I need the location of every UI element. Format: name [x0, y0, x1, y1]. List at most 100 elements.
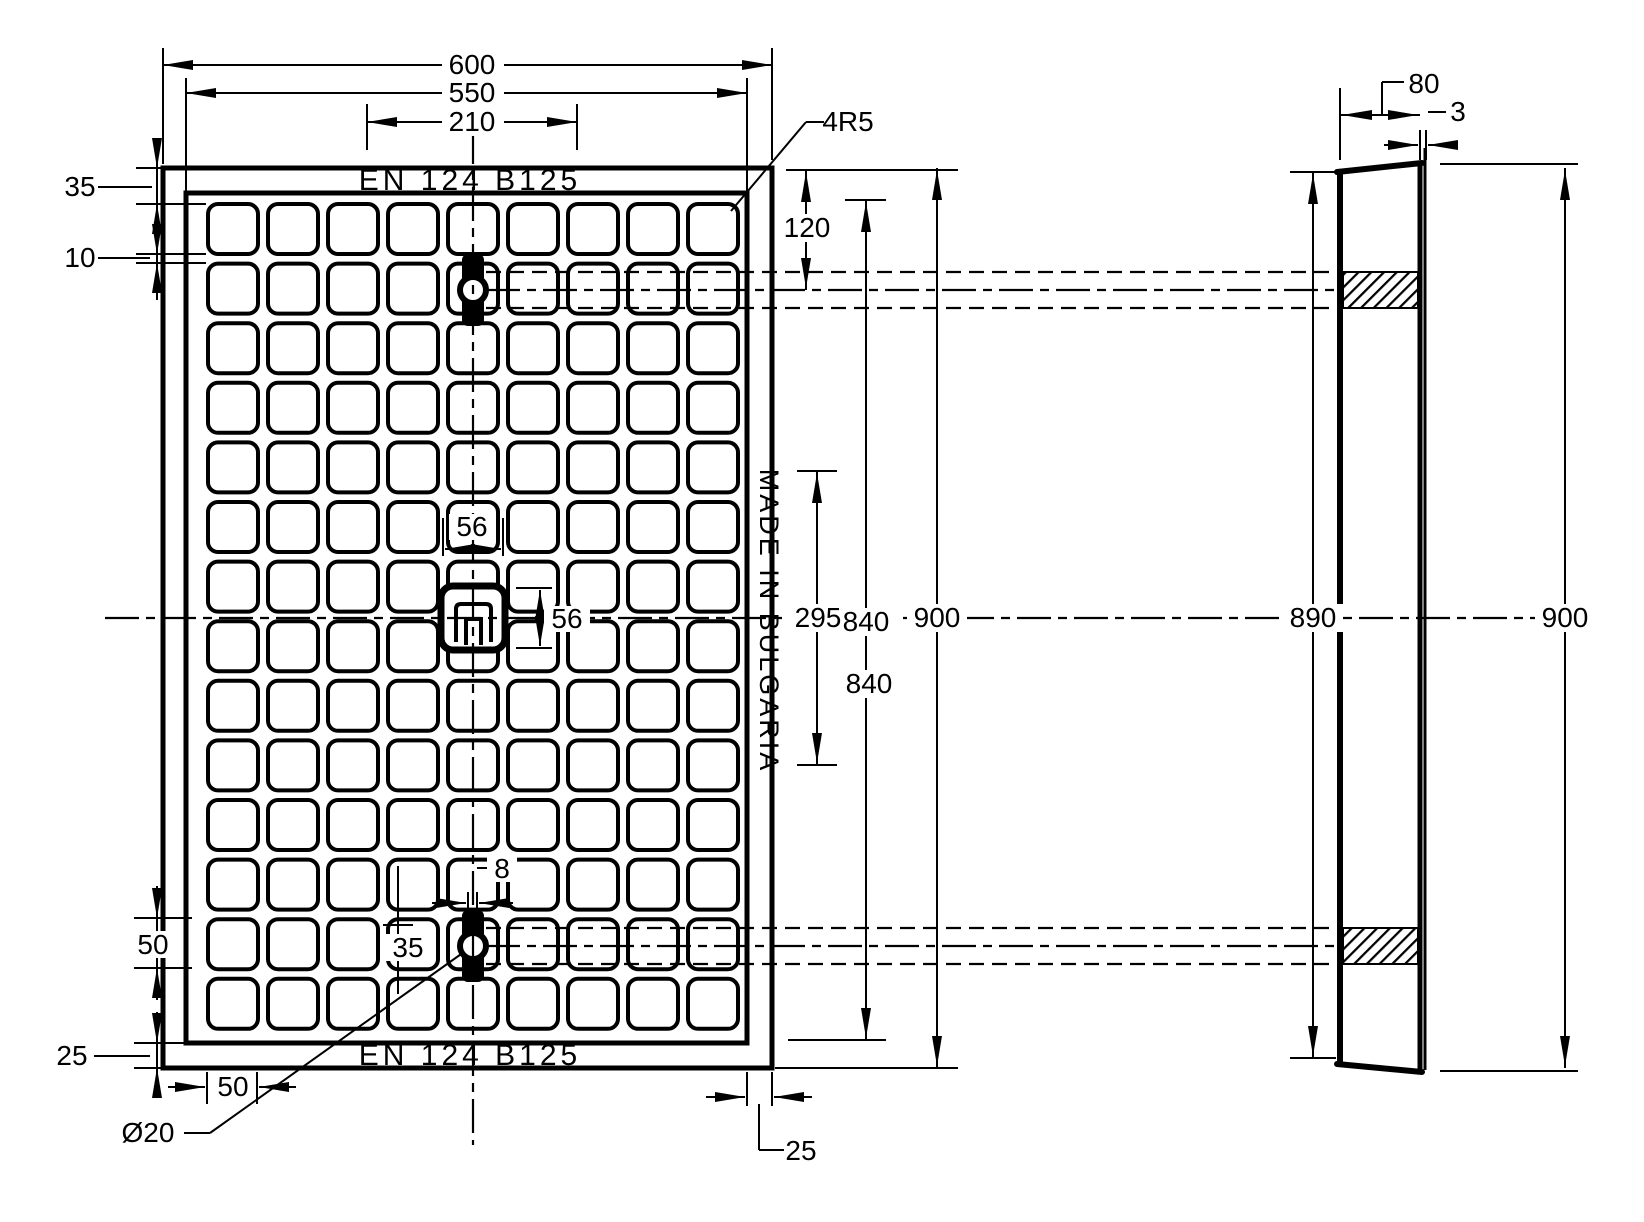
dimension-arrow — [436, 898, 466, 908]
grate-cell — [506, 202, 560, 256]
grate-cell — [626, 261, 680, 316]
dimension-arrow — [742, 60, 772, 70]
grate-cell — [686, 798, 740, 852]
dimension-arrow — [774, 1092, 804, 1102]
dim-lip: 3 — [1450, 96, 1466, 127]
grate-cell — [506, 440, 560, 495]
dim-hinge-inset: 35 — [392, 932, 423, 963]
grate-cell — [386, 798, 440, 852]
grate-cell — [386, 559, 440, 614]
grate-cell — [566, 619, 620, 674]
grate-cell — [626, 619, 680, 674]
dimension-labels: 600 550 210 35 10 120 4R5 56 56 295 840 … — [56, 49, 1588, 1166]
grate-cell — [686, 380, 740, 435]
grate-cell — [206, 976, 260, 1031]
grate-cell — [686, 976, 740, 1031]
dimension-arrow — [175, 1082, 205, 1092]
dimension-arrow — [1342, 110, 1372, 120]
dimension-arrow — [801, 172, 811, 202]
dim-profile-height: 900 — [1542, 602, 1589, 633]
grate-cell — [386, 202, 440, 256]
dimension-arrow — [186, 88, 216, 98]
grate-cell — [266, 261, 320, 316]
hidden-lines — [486, 270, 1340, 966]
grate-cell — [206, 917, 260, 972]
grate-cell — [566, 798, 620, 852]
grate-cell — [626, 857, 680, 912]
dimension-arrow — [152, 968, 162, 998]
dimension-arrow — [1388, 110, 1418, 120]
dimension-arrow — [1560, 170, 1570, 200]
grate-cell — [506, 976, 560, 1031]
dim-lock-width: 56 — [456, 511, 487, 542]
dim-rib: 10 — [64, 242, 95, 273]
dim-frame-side-step: 25 — [785, 1135, 816, 1166]
grate-cell — [566, 559, 620, 614]
grate-cell — [386, 619, 440, 674]
dim-hinge-zone: 50 — [137, 929, 168, 960]
grate-cell — [206, 738, 260, 793]
grate-cell — [266, 380, 320, 435]
dimension-arrow — [861, 1008, 871, 1038]
grate-cell — [626, 380, 680, 435]
grate-cell — [266, 678, 320, 733]
grate-cell — [206, 261, 260, 316]
marking-side: MADE IN BULGARIA — [754, 469, 784, 774]
grate-cell — [326, 380, 380, 435]
dimension-arrow — [445, 544, 475, 554]
grate-cell — [326, 440, 380, 495]
grate-cell — [506, 380, 560, 435]
side-hinge-hatch-bottom — [1342, 927, 1419, 965]
grate-cell — [266, 798, 320, 852]
grate-cell — [566, 321, 620, 376]
grate-cell — [686, 678, 740, 733]
grate-cell — [626, 559, 680, 614]
dim-frame-step: 35 — [64, 171, 95, 202]
grate-cell — [686, 261, 740, 316]
grate-cell — [266, 738, 320, 793]
dimension-arrow — [152, 138, 162, 168]
dim-cover-width: 550 — [449, 77, 496, 108]
grate-cell — [506, 261, 560, 316]
grate-cell — [686, 917, 740, 972]
dimension-arrow — [163, 60, 193, 70]
dim-lock-height: 56 — [551, 603, 582, 634]
grate-cell — [566, 917, 620, 972]
grate-cell — [326, 917, 380, 972]
grate-cell — [566, 380, 620, 435]
grate-cell — [686, 500, 740, 554]
grate-cell — [566, 857, 620, 912]
dimension-arrow — [932, 1036, 942, 1066]
grate-cell — [206, 202, 260, 256]
grate-cell — [386, 321, 440, 376]
grate-cell — [506, 500, 560, 554]
grate-cell — [506, 857, 560, 912]
grate-cell — [626, 678, 680, 733]
grate-cell — [386, 261, 440, 316]
dimension-arrow — [152, 1013, 162, 1043]
side-top-edge — [1334, 160, 1425, 175]
dim-profile-width: 80 — [1408, 68, 1439, 99]
dimension-arrow — [152, 263, 162, 293]
grate-cell — [386, 678, 440, 733]
dimension-arrow — [535, 616, 545, 646]
dim-slot-width: 8 — [494, 853, 510, 884]
dimension-arrow — [1308, 174, 1318, 204]
grate-cell — [206, 380, 260, 435]
dim-cover-height: 840 — [843, 606, 890, 637]
grate-cell — [686, 738, 740, 793]
dim-outer-width: 600 — [449, 49, 496, 80]
dimension-arrow — [1308, 1026, 1318, 1056]
grate-cell — [326, 857, 380, 912]
dimension-arrow — [479, 898, 509, 908]
dimension-arrow — [1560, 1036, 1570, 1066]
grate-cell — [326, 202, 380, 256]
grate-cell — [626, 798, 680, 852]
grate-cell — [206, 500, 260, 554]
dimension-arrow — [152, 224, 162, 254]
dimension-arrow — [471, 544, 501, 554]
grate-cell — [626, 976, 680, 1031]
dimension-arrow — [861, 202, 871, 232]
dimension-arrow — [547, 117, 577, 127]
grate-cell — [566, 500, 620, 554]
